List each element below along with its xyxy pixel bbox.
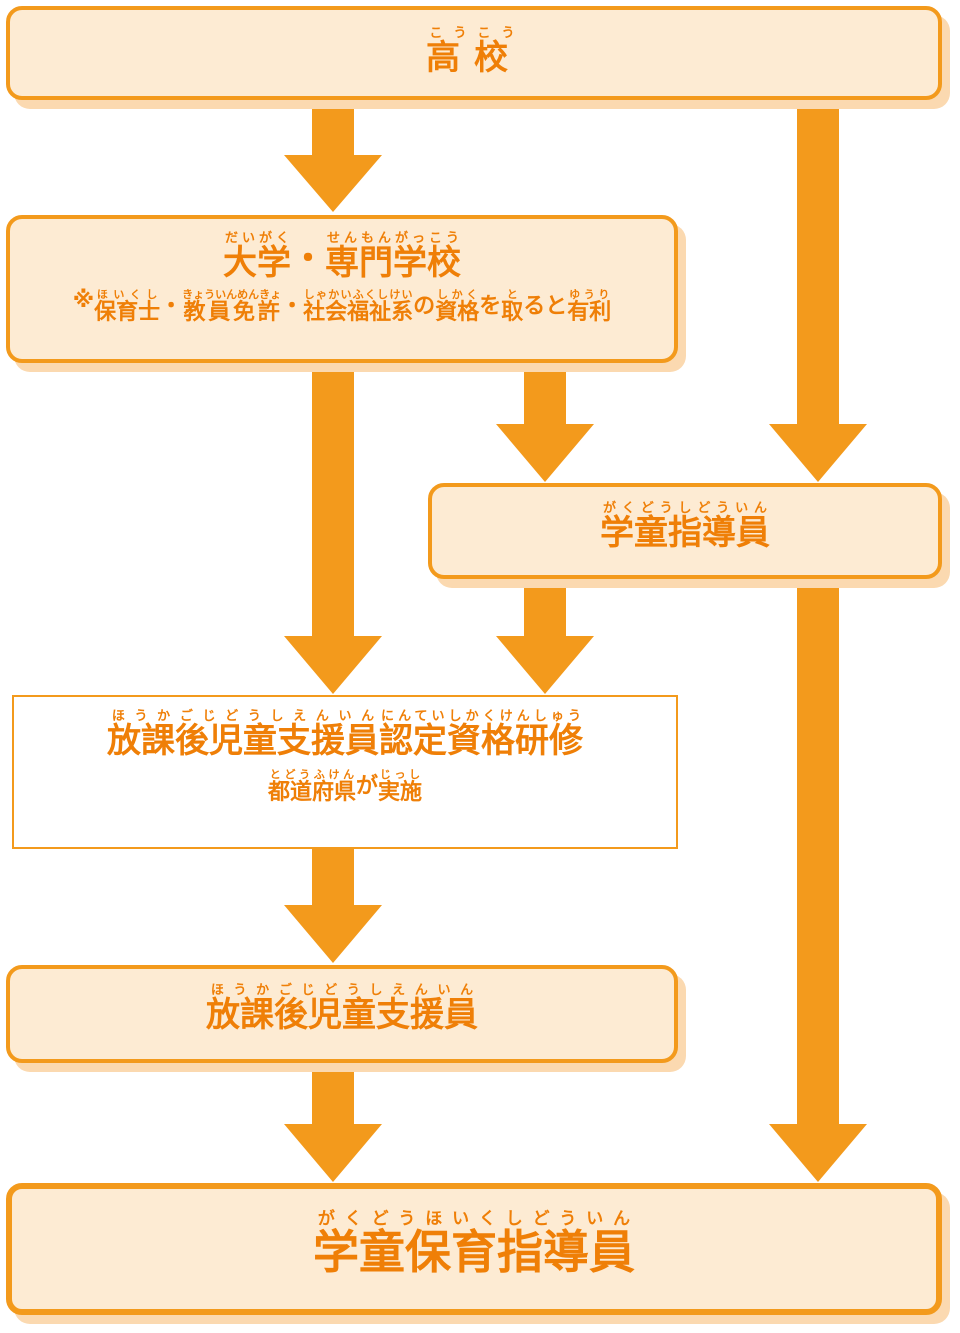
node-high-school-title: 高こう 校こう xyxy=(10,26,938,79)
ruby-segment: 認定資格研修にんていしかくけんしゅう xyxy=(379,709,583,761)
ruby-segment: 都道府県とどうふけん xyxy=(267,768,356,805)
ruby-segment: ※ xyxy=(72,288,95,313)
ruby-segment: 校こう xyxy=(474,26,522,78)
ruby-segment: 学童保育指導員がくどうほいくしどういん xyxy=(313,1209,635,1279)
arrow-support-to-final xyxy=(284,1062,382,1182)
arrow-gakudo-to-final xyxy=(769,578,867,1182)
node-high-school: 高こう 校こう xyxy=(6,6,942,100)
ruby-segment: 有利ゆうり xyxy=(567,288,612,325)
ruby-segment: ・ xyxy=(281,294,304,319)
ruby-segment: 社会福祉系しゃかいふくしけい xyxy=(303,288,414,325)
ruby-segment: 保育士ほいくし xyxy=(94,288,161,325)
ruby-segment: 取と xyxy=(501,288,524,325)
ruby-segment: ・ xyxy=(291,239,325,279)
node-gakudo-shidoin: 学童指導員がくどうしどういん xyxy=(428,483,942,579)
ruby-segment: 学童指導員がくどうしどういん xyxy=(600,501,770,553)
arrow-university-to-gakudo xyxy=(496,362,594,482)
ruby-segment: 教員免許きょういんめんきょ xyxy=(182,288,282,325)
ruby-segment: の xyxy=(413,294,436,319)
arrow-university-to-training xyxy=(284,362,382,694)
node-afterschool-support-title: 放課後児童支援員ほうかごじどうしえんいん xyxy=(10,983,674,1036)
node-gakudo-shidoin-title: 学童指導員がくどうしどういん xyxy=(432,501,938,554)
node-final-title: 学童保育指導員がくどうほいくしどういん xyxy=(12,1209,936,1282)
ruby-segment: 放課後児童支援員ほうかごじどうしえんいん xyxy=(107,709,379,761)
ruby-segment: が xyxy=(355,774,378,799)
ruby-segment: を xyxy=(479,294,502,319)
arrow-gakudo-to-training xyxy=(496,578,594,694)
ruby-segment: 大学だいがく xyxy=(223,231,291,283)
arrow-highschool-to-gakudo xyxy=(769,100,867,482)
node-training-note: 都道府県とどうふけん が 実施じっし xyxy=(14,768,676,806)
node-final: 学童保育指導員がくどうほいくしどういん xyxy=(6,1183,942,1315)
ruby-segment: 高こう xyxy=(426,26,474,78)
ruby-segment: 専門学校せんもんがっこう xyxy=(325,231,461,283)
arrow-highschool-to-university xyxy=(284,100,382,212)
node-university: 大学だいがく ・ 専門学校せんもんがっこう ※ 保育士ほいくし ・ 教員免許きょ… xyxy=(6,215,678,363)
ruby-segment: ると xyxy=(523,294,568,319)
arrow-training-to-support xyxy=(284,848,382,963)
node-training: 放課後児童支援員ほうかごじどうしえんいん 認定資格研修にんていしかくけんしゅう … xyxy=(12,695,678,849)
node-university-title: 大学だいがく ・ 専門学校せんもんがっこう xyxy=(10,231,674,284)
ruby-segment: 資格しかく xyxy=(435,288,480,325)
ruby-segment: ・ xyxy=(160,294,183,319)
ruby-segment: 放課後児童支援員ほうかごじどうしえんいん xyxy=(206,983,478,1035)
node-training-title: 放課後児童支援員ほうかごじどうしえんいん 認定資格研修にんていしかくけんしゅう xyxy=(14,709,676,762)
node-university-note: ※ 保育士ほいくし ・ 教員免許きょういんめんきょ ・ 社会福祉系しゃかいふくし… xyxy=(10,288,674,326)
node-afterschool-support: 放課後児童支援員ほうかごじどうしえんいん xyxy=(6,965,678,1063)
ruby-segment: 実施じっし xyxy=(378,768,423,805)
